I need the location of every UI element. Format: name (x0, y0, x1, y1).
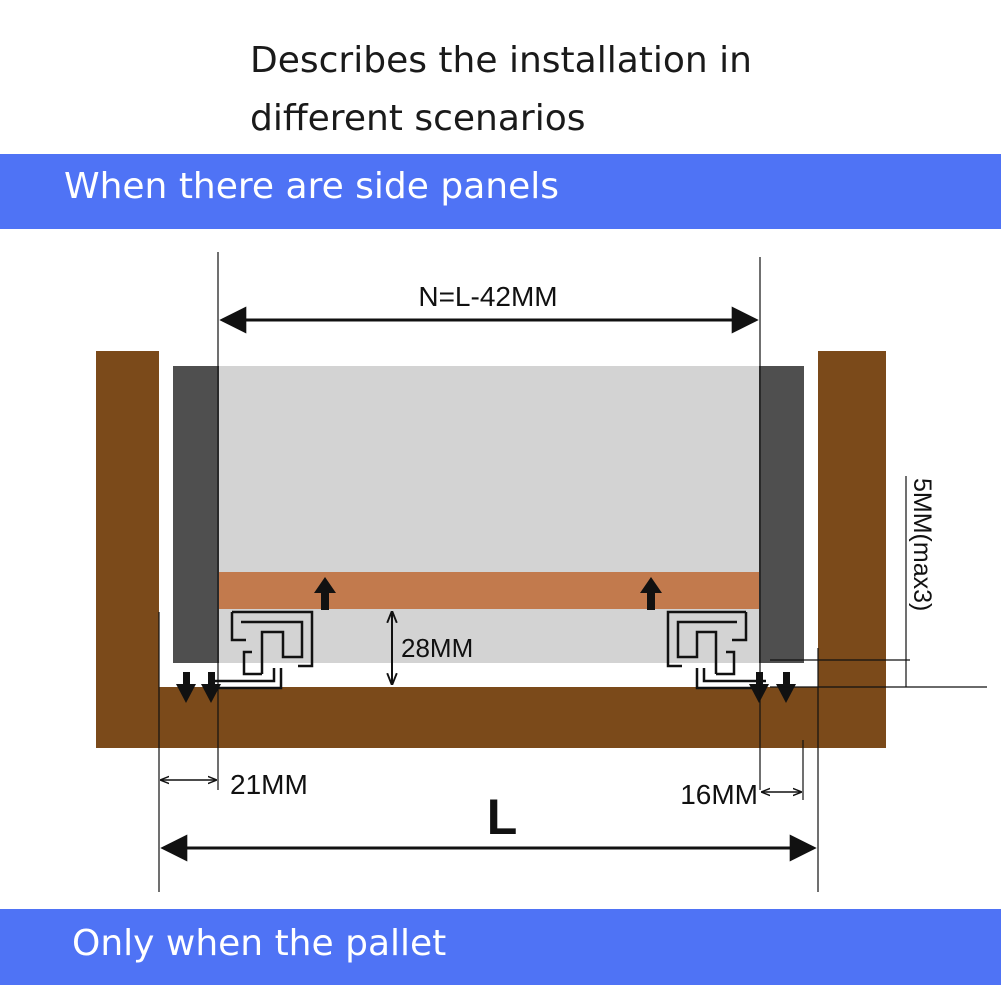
extension-lines (158, 252, 987, 892)
right-side-panel (759, 366, 804, 663)
down-arrow-icon (176, 672, 221, 703)
dimension-label-left-offset: 21MM (230, 769, 308, 800)
left-slide-rail (214, 610, 314, 690)
section-banner-side-panels: When there are side panels (0, 154, 1001, 229)
dimension-label-side-gap: 5MM(max3) (908, 478, 936, 611)
dimension-label-overall-width: L (487, 789, 518, 845)
cabinet-base (96, 687, 886, 748)
section-title-pallet-only: Only when the pallet (72, 923, 447, 964)
section-banner-pallet-only: Only when the pallet (0, 909, 1001, 985)
left-side-panel (173, 366, 219, 663)
drawer-bottom-panel (219, 572, 759, 609)
dimension-label-inner-width: N=L-42MM (418, 281, 557, 312)
heading-line-1: Describes the installation in (250, 40, 752, 81)
cabinet-left-wall (96, 351, 159, 748)
right-slide-rail (666, 610, 766, 690)
cabinet (96, 351, 886, 748)
cabinet-right-wall (818, 351, 886, 748)
drawer-box (219, 366, 759, 663)
up-arrow-icon (314, 577, 336, 610)
up-arrow-icon (640, 577, 662, 610)
section-title-side-panels: When there are side panels (64, 166, 559, 207)
dimension-label-right-offset: 16MM (680, 779, 758, 810)
dimension-label-height: 28MM (401, 633, 473, 663)
heading-line-2: different scenarios (250, 98, 586, 139)
page-heading: Describes the installation in different … (250, 32, 950, 148)
